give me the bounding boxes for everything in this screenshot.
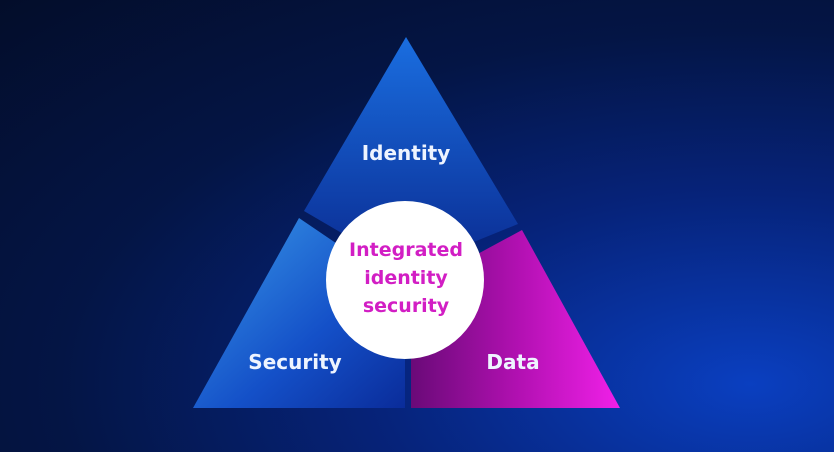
- identity-label: Identity: [362, 141, 451, 165]
- center-line-1: Integrated: [349, 239, 463, 261]
- center-circle: [326, 201, 484, 359]
- center-line-3: security: [363, 295, 450, 317]
- data-label: Data: [486, 350, 539, 374]
- center-line-2: identity: [364, 267, 448, 289]
- security-label: Security: [248, 350, 341, 374]
- identity-segment: [304, 37, 518, 270]
